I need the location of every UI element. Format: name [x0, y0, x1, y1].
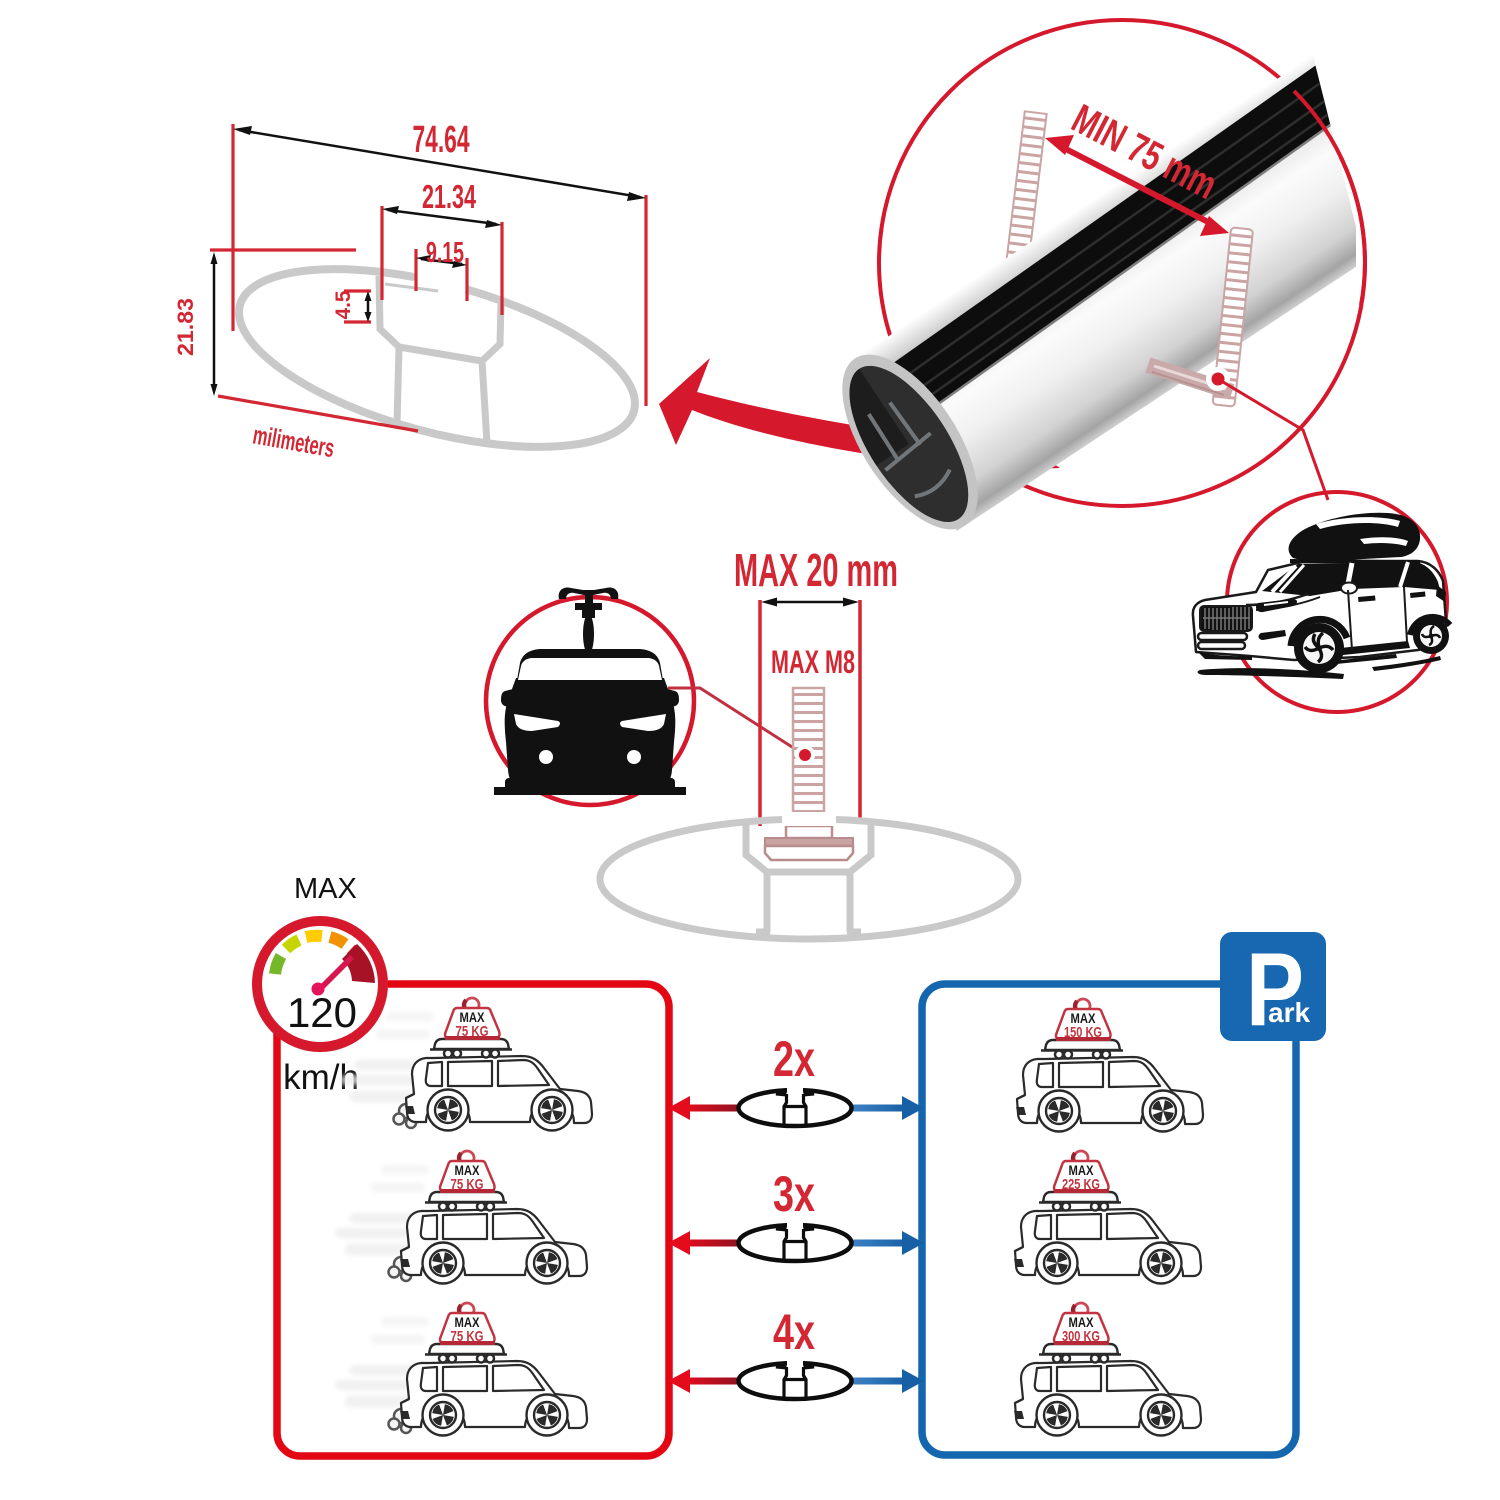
svg-text:2x: 2x: [773, 1031, 815, 1087]
svg-text:9.15: 9.15: [426, 237, 464, 269]
svg-text:MAX: MAX: [1069, 1314, 1095, 1330]
svg-text:150 KG: 150 KG: [1064, 1024, 1102, 1041]
svg-text:120: 120: [287, 989, 357, 1036]
svg-text:MAX: MAX: [294, 873, 357, 905]
svg-text:4.5: 4.5: [332, 290, 355, 319]
svg-text:MAX: MAX: [1071, 1010, 1097, 1026]
svg-text:MAX: MAX: [1069, 1162, 1095, 1178]
svg-text:75 KG: 75 KG: [451, 1328, 484, 1345]
svg-text:3x: 3x: [773, 1166, 815, 1222]
svg-text:P: P: [1246, 932, 1304, 1048]
svg-text:MAX: MAX: [455, 1162, 481, 1178]
svg-text:MAX 20 mm: MAX 20 mm: [734, 544, 898, 596]
svg-text:75 KG: 75 KG: [451, 1176, 484, 1193]
svg-text:300 KG: 300 KG: [1062, 1328, 1100, 1345]
svg-text:4x: 4x: [773, 1304, 815, 1360]
svg-text:75 KG: 75 KG: [456, 1023, 489, 1040]
svg-text:milimeters: milimeters: [251, 420, 337, 464]
svg-text:MAX: MAX: [460, 1009, 486, 1025]
svg-text:MAX: MAX: [455, 1314, 481, 1330]
svg-text:21.34: 21.34: [422, 178, 476, 215]
svg-text:MAX M8: MAX M8: [771, 644, 855, 680]
svg-text:ark: ark: [1268, 997, 1310, 1028]
svg-text:225 KG: 225 KG: [1062, 1176, 1100, 1193]
svg-text:21.83: 21.83: [173, 298, 198, 356]
svg-text:74.64: 74.64: [413, 119, 470, 161]
